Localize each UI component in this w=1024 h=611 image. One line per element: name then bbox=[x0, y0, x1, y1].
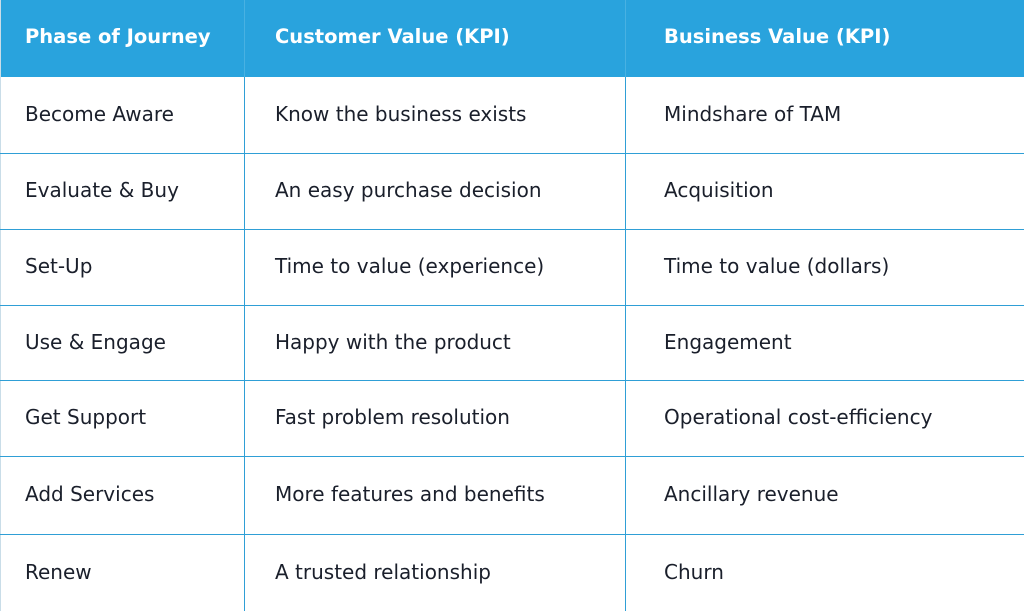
table-row: Become Aware Know the business exists Mi… bbox=[0, 77, 1024, 154]
phase-cell: Evaluate & Buy bbox=[0, 153, 245, 230]
business-value-cell: Ancillary revenue bbox=[625, 456, 1024, 535]
phase-cell: Set-Up bbox=[0, 229, 245, 306]
phase-cell: Add Services bbox=[0, 456, 245, 535]
phase-cell: Renew bbox=[0, 534, 245, 611]
header-row: Phase of Journey Customer Value (KPI) Bu… bbox=[0, 0, 1024, 77]
customer-value-cell: Fast problem resolution bbox=[244, 380, 626, 457]
table-row: Get Support Fast problem resolution Oper… bbox=[0, 380, 1024, 457]
table-header: Phase of Journey Customer Value (KPI) Bu… bbox=[0, 0, 1024, 77]
table-row: Renew A trusted relationship Churn bbox=[0, 534, 1024, 611]
business-value-cell: Operational cost-efficiency bbox=[625, 380, 1024, 457]
business-value-cell: Engagement bbox=[625, 305, 1024, 381]
customer-value-cell: Happy with the product bbox=[244, 305, 626, 381]
table-row: Add Services More features and benefits … bbox=[0, 456, 1024, 535]
column-header-business-value: Business Value (KPI) bbox=[625, 0, 1024, 77]
customer-value-cell: A trusted relationship bbox=[244, 534, 626, 611]
table-body: Become Aware Know the business exists Mi… bbox=[0, 77, 1024, 611]
customer-value-cell: Time to value (experience) bbox=[244, 229, 626, 306]
business-value-cell: Mindshare of TAM bbox=[625, 77, 1024, 154]
phase-cell: Get Support bbox=[0, 380, 245, 457]
customer-value-cell: An easy purchase decision bbox=[244, 153, 626, 230]
phase-cell: Use & Engage bbox=[0, 305, 245, 381]
column-header-customer-value: Customer Value (KPI) bbox=[244, 0, 626, 77]
customer-value-cell: Know the business exists bbox=[244, 77, 626, 154]
table-row: Use & Engage Happy with the product Enga… bbox=[0, 305, 1024, 381]
business-value-cell: Time to value (dollars) bbox=[625, 229, 1024, 306]
phase-cell: Become Aware bbox=[0, 77, 245, 154]
customer-value-cell: More features and benefits bbox=[244, 456, 626, 535]
table-row: Set-Up Time to value (experience) Time t… bbox=[0, 229, 1024, 306]
column-header-phase: Phase of Journey bbox=[0, 0, 245, 77]
business-value-cell: Acquisition bbox=[625, 153, 1024, 230]
business-value-cell: Churn bbox=[664, 559, 724, 584]
table-row: Evaluate & Buy An easy purchase decision… bbox=[0, 153, 1024, 230]
